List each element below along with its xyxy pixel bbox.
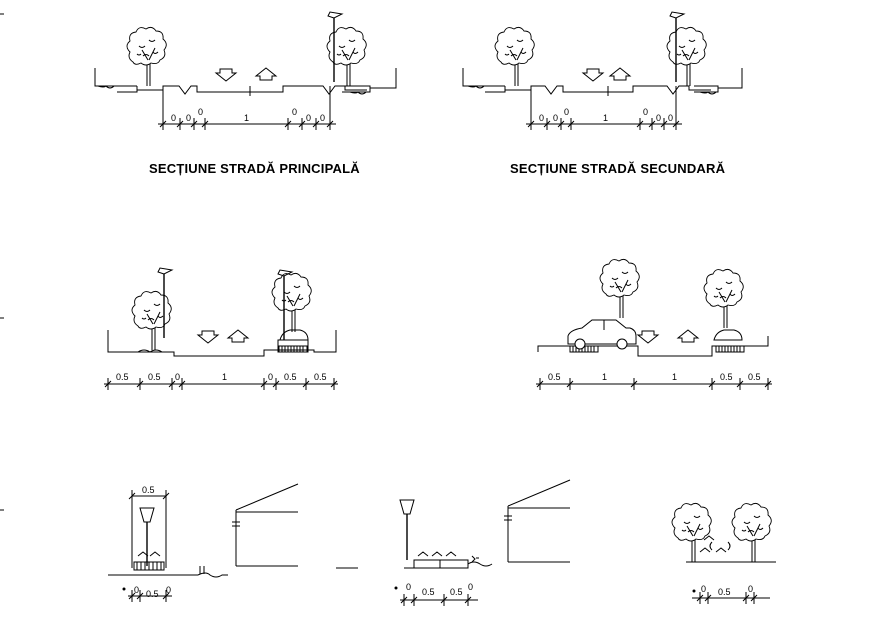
dim-label: 0 — [171, 113, 176, 123]
dimension-labels-s2: 0 0 0 1 0 0 0 — [539, 107, 673, 123]
section-secondary-street: 0 0 0 1 0 0 0 SECȚIUNE STRADĂ SECUNDARĂ — [462, 11, 743, 176]
section-three: 0.5 0.5 0 1 0 0.5 0.5 — [104, 267, 338, 391]
dimension-labels-s4: 0.5 1 1 0.5 0.5 — [548, 372, 761, 382]
section-four-with-car: 0.5 1 1 0.5 0.5 — [536, 258, 772, 391]
dim-label: 0.5 — [142, 485, 155, 495]
dim-label: 1 — [672, 372, 677, 382]
dim-label: 0.5 — [314, 372, 327, 382]
dim-label: 0 — [268, 372, 273, 382]
section-six-sidewalk-house: 0 0.5 0.5 0 — [394, 479, 571, 607]
dim-label: 0 — [198, 107, 203, 117]
dim-label: 0 — [748, 584, 753, 594]
dim-label: 0.5 — [284, 372, 297, 382]
dim-label: 0 — [539, 113, 544, 123]
dim-label: 0.5 — [450, 587, 463, 597]
section-title-secondary: SECȚIUNE STRADĂ SECUNDARĂ — [510, 161, 726, 176]
dim-label: 0 — [175, 372, 180, 382]
dim-label: 0.5 — [720, 372, 733, 382]
dim-label: 0 — [468, 582, 473, 592]
dim-label: 1 — [222, 372, 227, 382]
dim-label: 0 — [292, 107, 297, 117]
dim-label: 0.5 — [116, 372, 129, 382]
dim-label: 0 — [320, 113, 325, 123]
dim-label: 0 — [701, 584, 706, 594]
section-seven-trees: 0 0.5 0 — [671, 502, 776, 605]
dim-label: 0.5 — [148, 372, 161, 382]
section-main-street: 0 0 0 1 0 0 0 SECȚIUNE STRADĂ PRINCIPALĂ — [94, 11, 397, 176]
dim-label: 0 — [166, 585, 171, 595]
dim-label: 0 — [643, 107, 648, 117]
dimension-labels-s1: 0 0 0 1 0 0 0 — [171, 107, 325, 123]
dim-label: 0 — [564, 107, 569, 117]
dim-label: 1 — [603, 113, 608, 123]
dim-label: 0 — [668, 113, 673, 123]
dim-label: 0 — [656, 113, 661, 123]
dim-label: 0 — [406, 582, 411, 592]
dim-label: 0.5 — [748, 372, 761, 382]
dim-label: 0 — [306, 113, 311, 123]
page-edge-marks — [0, 13, 4, 511]
dim-label: 0.5 — [422, 587, 435, 597]
dim-label: 0 — [553, 113, 558, 123]
dim-label: 1 — [602, 372, 607, 382]
section-five-sidewalk-house: 0.5 0 0.5 0 — [108, 483, 358, 603]
dimension-labels-s3: 0.5 0.5 0 1 0 0.5 0.5 — [116, 372, 327, 382]
dim-label: 0.5 — [548, 372, 561, 382]
dim-label: 0 — [186, 113, 191, 123]
dim-label: 0.5 — [718, 587, 731, 597]
section-title-main: SECȚIUNE STRADĂ PRINCIPALĂ — [149, 161, 360, 176]
dim-label: 0.5 — [146, 589, 159, 599]
dim-label: 0 — [134, 585, 139, 595]
dim-label: 1 — [244, 113, 249, 123]
